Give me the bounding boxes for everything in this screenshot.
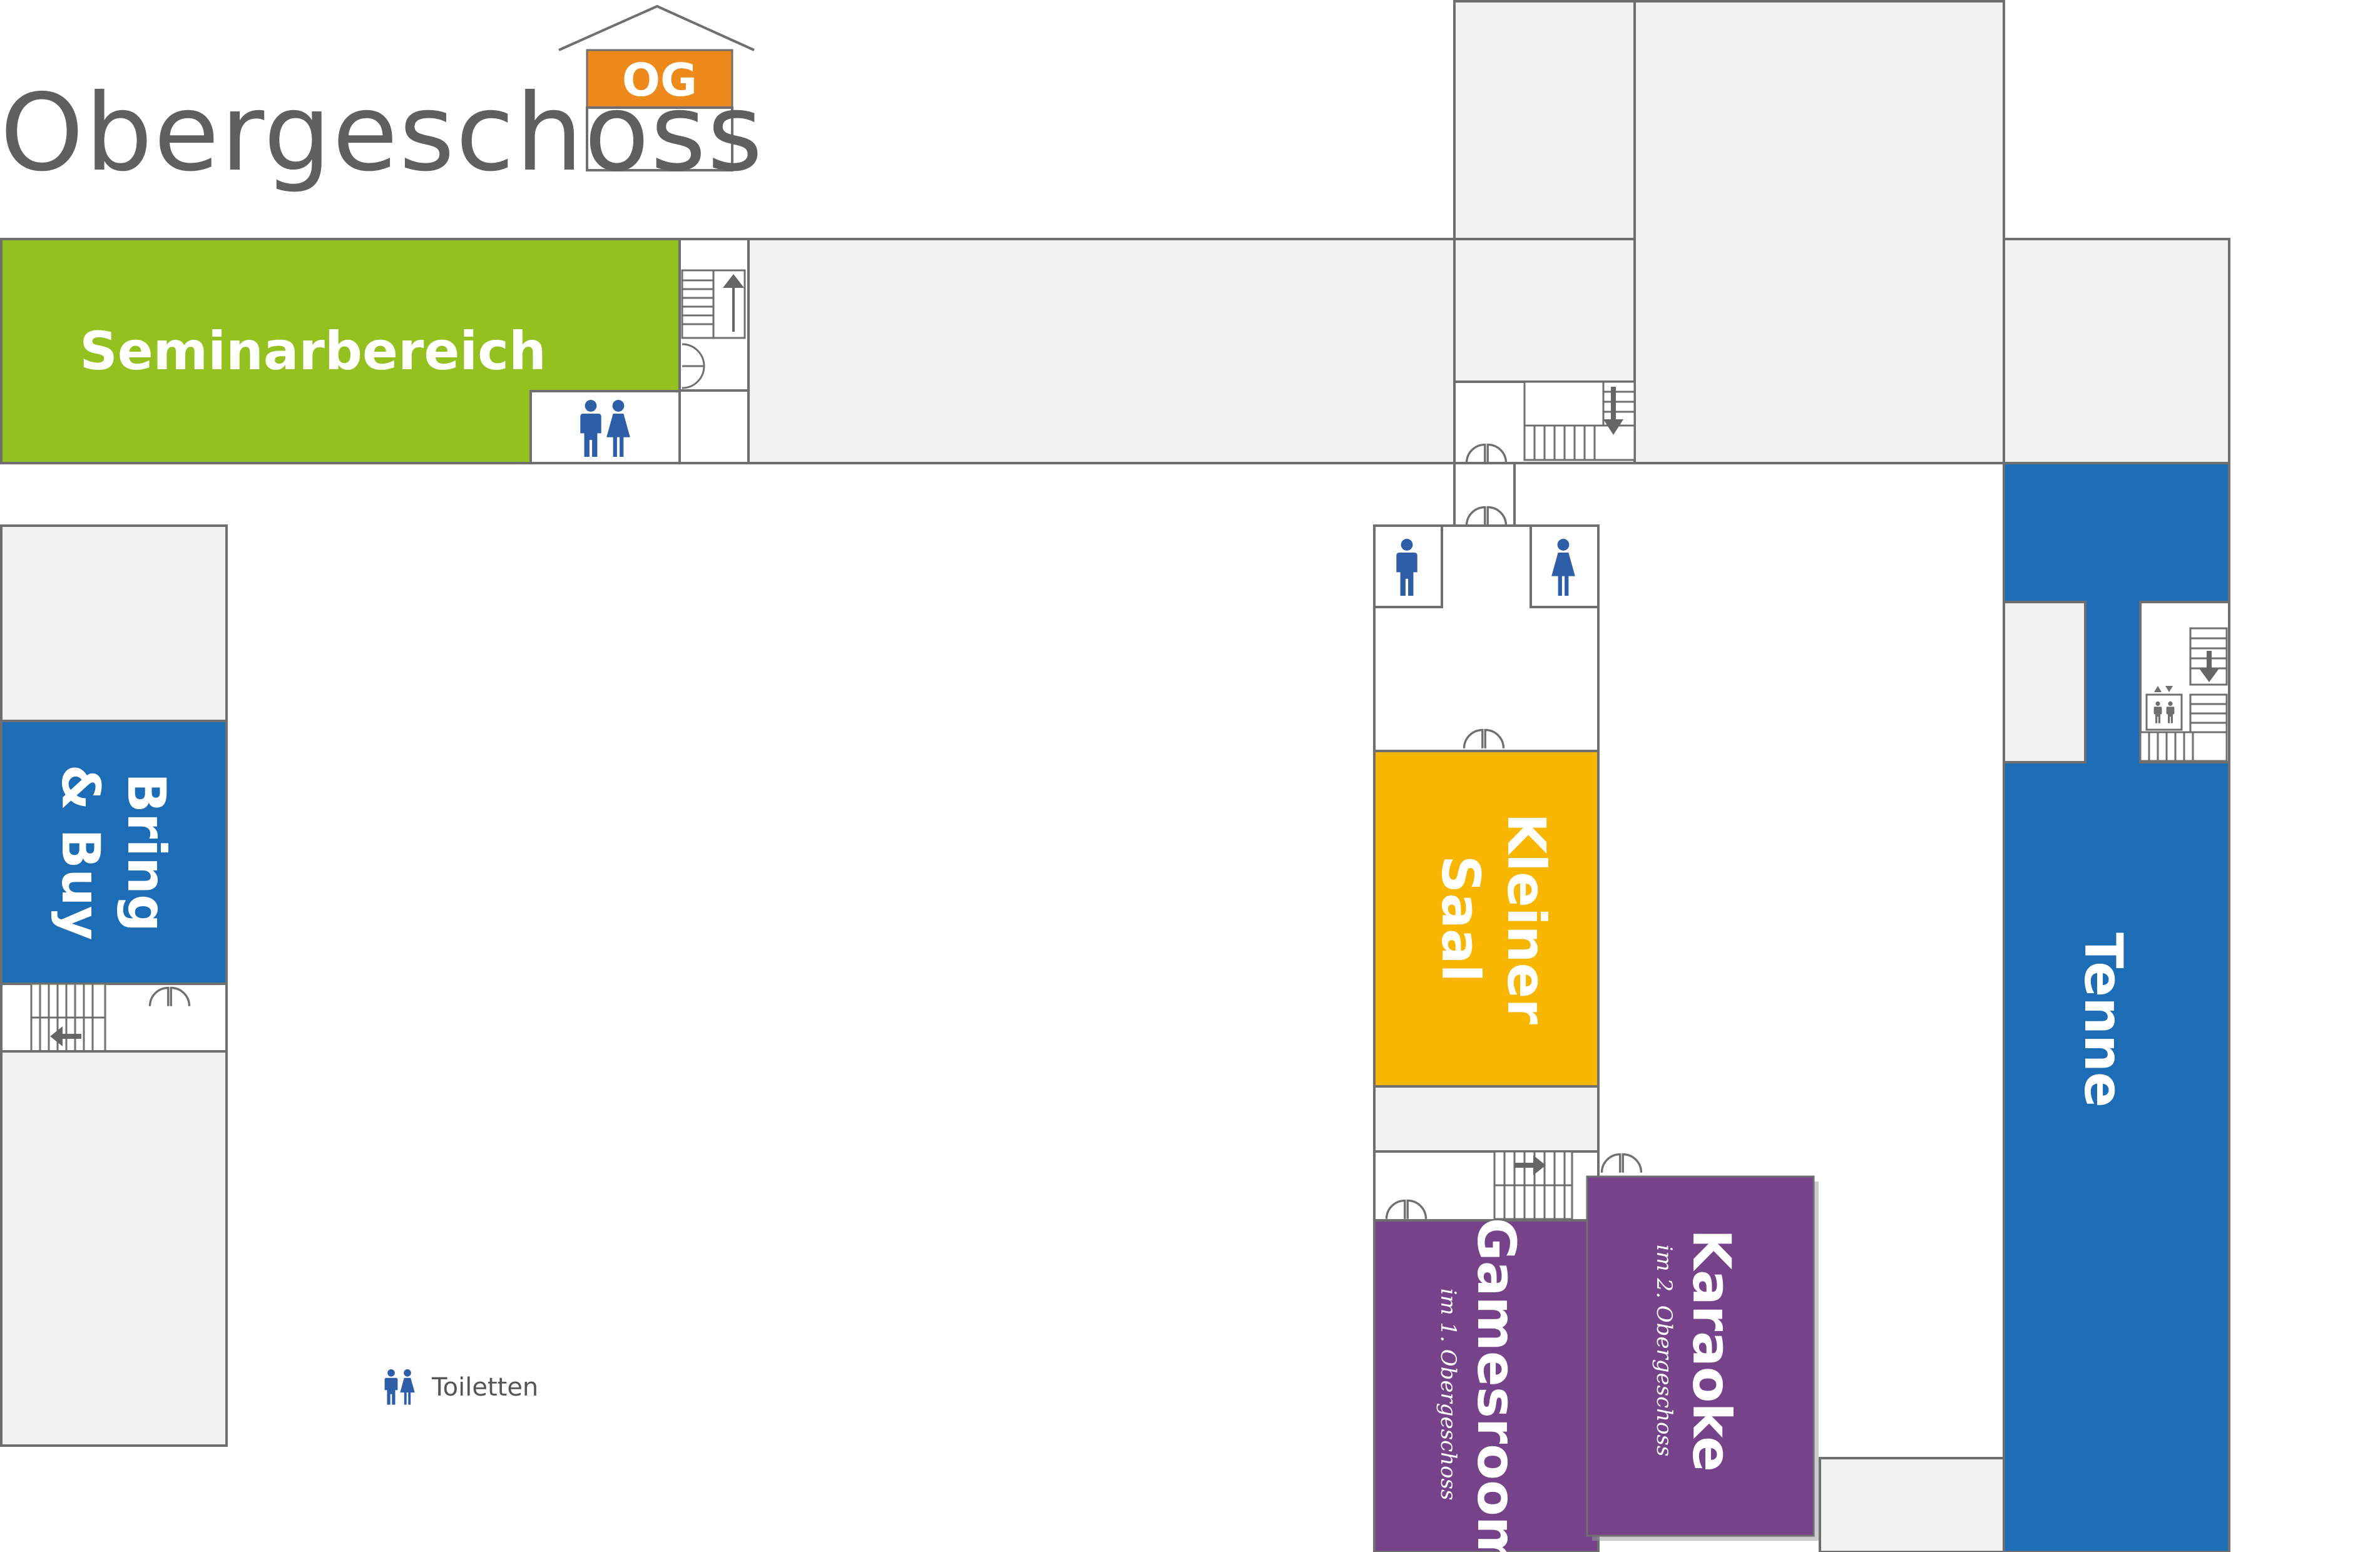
stairs-icon bbox=[1523, 380, 1636, 461]
room-note-karaoke: im 2. Obergeschoss bbox=[1652, 1245, 1677, 1457]
room-label-seminarbereich: Seminarbereich bbox=[79, 320, 546, 382]
map-legend: Toiletten bbox=[382, 1367, 538, 1407]
room-label-bring: Bring bbox=[116, 773, 177, 932]
room-label-karaoke: Karaoke bbox=[1681, 1229, 1742, 1472]
room-bring-buy: Bring & Buy bbox=[0, 720, 228, 985]
page-title: Obergeschoss bbox=[0, 71, 764, 195]
room-kleiner-saal: Kleiner Saal bbox=[1373, 750, 1600, 1088]
room-label-saal: Saal bbox=[1430, 855, 1491, 983]
room-tenne: Tenne bbox=[2003, 462, 2230, 1552]
room-karaoke: Karaoke im 2. Obergeschoss bbox=[1586, 1175, 1819, 1541]
stairs-icon bbox=[1493, 1150, 1573, 1220]
stairs-icon bbox=[2139, 627, 2228, 762]
room-note-gamesroom: im 1. Obergeschoss bbox=[1436, 1289, 1461, 1501]
stairs-icon bbox=[681, 269, 746, 339]
room-label-gamesroom: Gamesroom bbox=[1466, 1218, 1527, 1552]
door-icon bbox=[682, 343, 705, 389]
room-label-buy: & Buy bbox=[50, 764, 111, 940]
door-icon bbox=[1600, 1153, 1643, 1174]
room-gamesroom: Gamesroom im 1. Obergeschoss bbox=[1373, 1218, 1600, 1552]
room-label-tenne: Tenne bbox=[2073, 932, 2134, 1108]
floor-badge: OG bbox=[622, 54, 697, 106]
elevator-icon bbox=[2145, 686, 2183, 731]
stairs-icon bbox=[30, 983, 106, 1053]
legend-label-toiletten: Toiletten bbox=[432, 1373, 539, 1402]
toilet-icon bbox=[384, 1369, 415, 1405]
room-label-kleiner: Kleiner bbox=[1496, 813, 1557, 1024]
floor-indicator-house: OG bbox=[558, 4, 755, 171]
